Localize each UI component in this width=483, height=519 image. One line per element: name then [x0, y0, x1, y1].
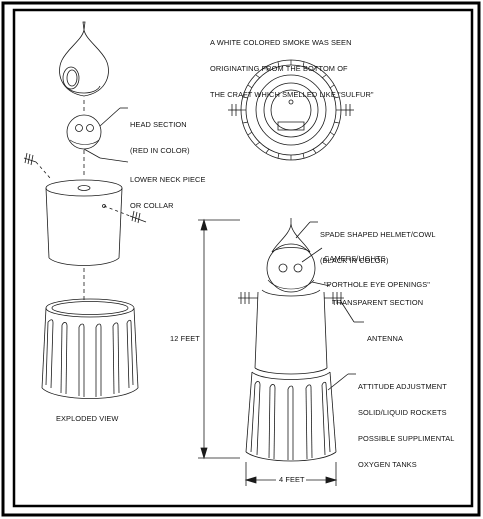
head-section-label: HEAD SECTION (RED IN COLOR) [130, 104, 190, 164]
smoke-note-line-2: ORIGINATING FROM THE BOTTOM OF [210, 63, 348, 73]
exploded-helmet [59, 21, 109, 97]
spade-helmet-line-2: (BLACK IN COLOR) [320, 255, 389, 265]
width-dimension [244, 462, 338, 486]
height-dimension [198, 218, 240, 460]
transparent-line-1: TRANSPARENT SECTION [332, 298, 424, 308]
exploded-view-label: EXPLODED VIEW [56, 414, 119, 423]
antenna-label: ANTENNA [367, 318, 403, 352]
assembled-view [238, 218, 344, 462]
lower-neck-line-2: OR COLLAR [130, 200, 174, 210]
head-section-line-2: (RED IN COLOR) [130, 145, 190, 155]
exploded-body [45, 179, 123, 266]
attitude-line-2: SOLID/LIQUID ROCKETS [358, 407, 447, 417]
spade-helmet-line-1: SPADE SHAPED HELMET/COWL [320, 230, 436, 240]
attitude-line-1: ATTITUDE ADJUSTMENT [358, 382, 447, 392]
head-section-line-1: HEAD SECTION [130, 120, 187, 130]
smoke-note-line-1: A WHITE COLORED SMOKE WAS SEEN [210, 38, 352, 48]
spade-helmet-label: SPADE SHAPED HELMET/COWL (BLACK IN COLOR… [320, 214, 436, 274]
exploded-antenna-right [103, 205, 147, 224]
smoke-note-line-3: THE CRAFT WHICH SMELLED LIKE "SULFUR" [210, 89, 374, 99]
top-view [228, 59, 354, 161]
cameras-line-1: CAMERS/LIGHTS [324, 254, 386, 264]
cameras-line-2: "PORTHOLE EYE OPENINGS" [324, 279, 430, 289]
exploded-antenna-left [23, 152, 51, 179]
attitude-line-4: OXYGEN TANKS [358, 459, 417, 469]
height-dimension-label: 12 FEET [170, 334, 200, 343]
cameras-label: CAMERS/LIGHTS "PORTHOLE EYE OPENINGS" [324, 238, 430, 298]
lower-neck-line-1: LOWER NECK PIECE [130, 175, 206, 185]
attitude-line-3: POSSIBLE SUPPLIMENTAL [358, 433, 455, 443]
exploded-base [41, 298, 139, 399]
smoke-note: A WHITE COLORED SMOKE WAS SEEN ORIGINATI… [210, 22, 374, 108]
exploded-head-sphere [66, 114, 102, 150]
attitude-label: ATTITUDE ADJUSTMENT SOLID/LIQUID ROCKETS… [358, 366, 454, 478]
antenna-line-1: ANTENNA [367, 334, 404, 344]
lower-neck-label: LOWER NECK PIECE OR COLLAR [130, 159, 206, 219]
inner-border [12, 8, 474, 508]
transparent-label: TRANSPARENT SECTION [332, 282, 423, 316]
width-dimension-label: 4 FEET [279, 475, 305, 484]
